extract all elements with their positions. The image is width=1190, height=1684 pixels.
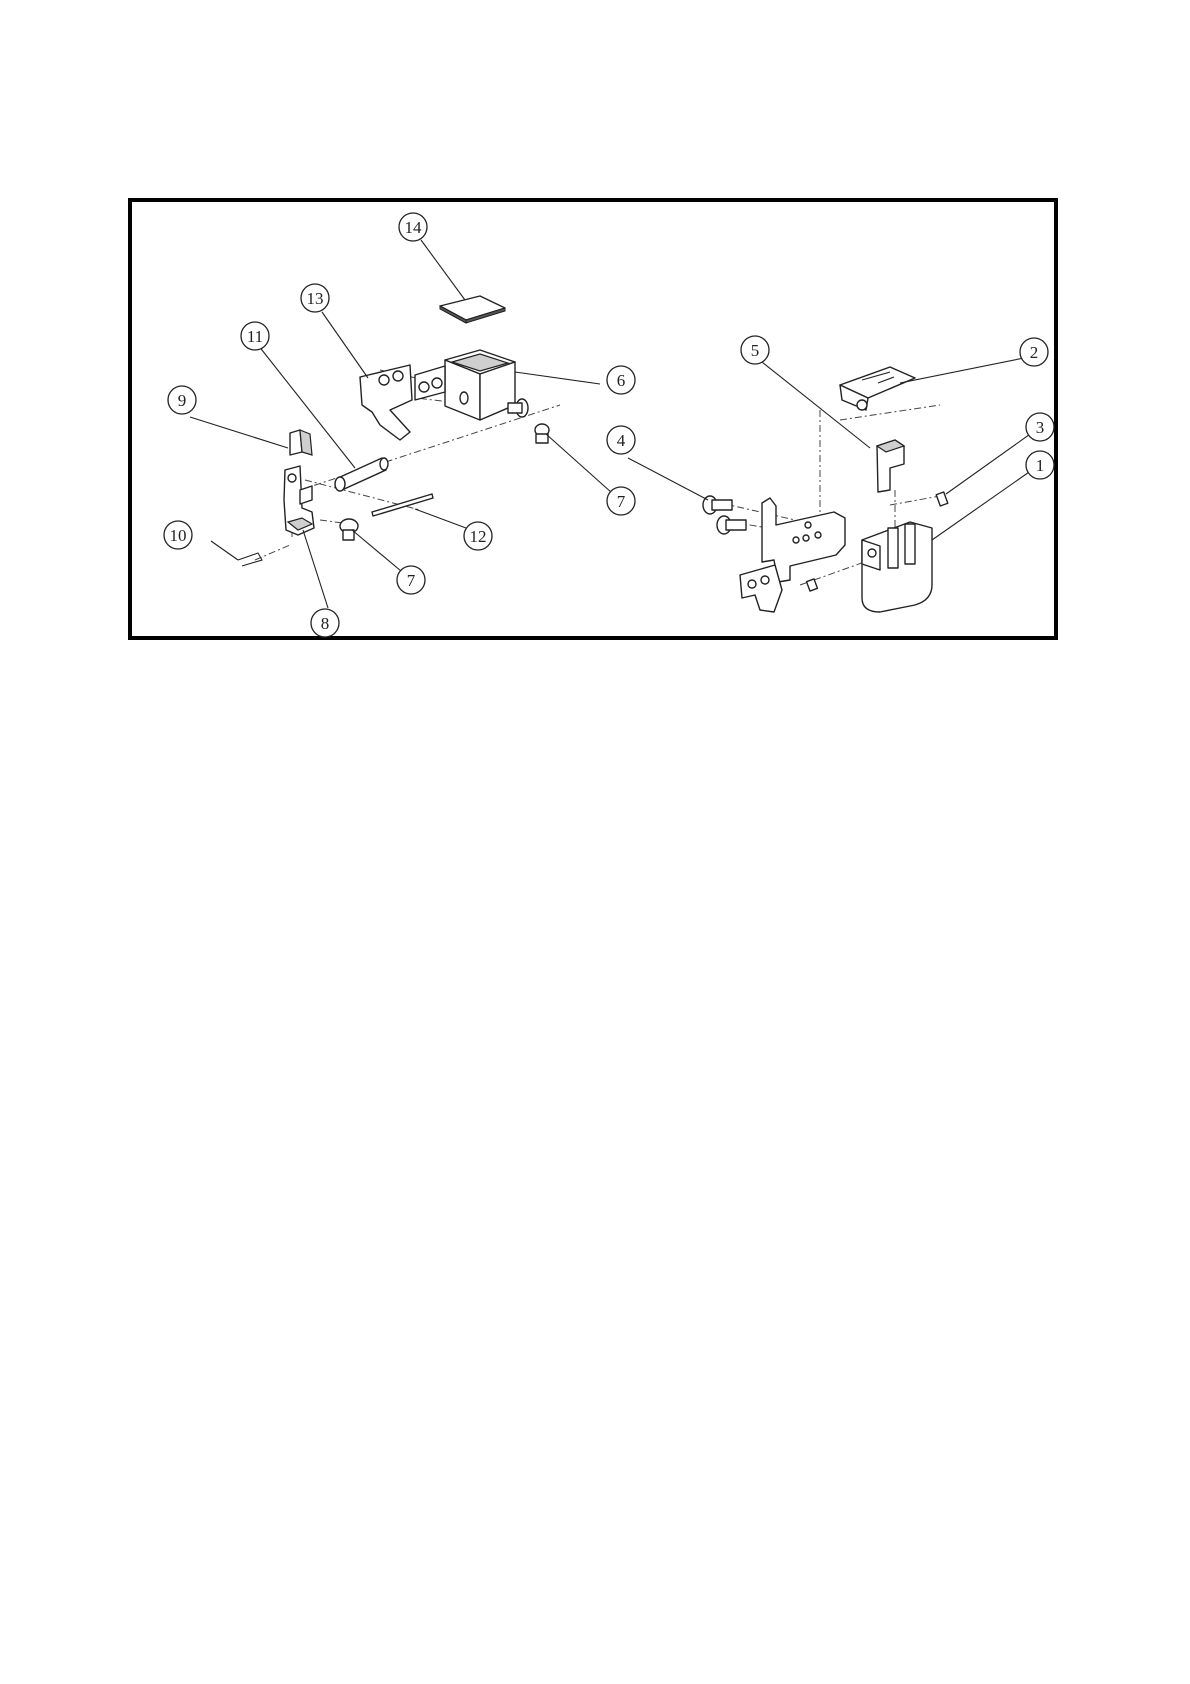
- callout-c4: 4: [607, 426, 635, 454]
- callout-c9: 9: [168, 386, 196, 414]
- callout-c1: 1: [1026, 451, 1054, 479]
- part-10-clip: [238, 553, 262, 566]
- part-6-box-housing: [415, 350, 515, 420]
- main-bracket: [740, 498, 845, 612]
- callout-number: 4: [617, 431, 626, 450]
- part-1-cover: [862, 522, 932, 612]
- callout-number: 2: [1030, 343, 1039, 362]
- callout-number: 9: [178, 391, 187, 410]
- callout-number: 11: [247, 327, 263, 346]
- part-screws-upper: [508, 399, 549, 443]
- callout-c6: 6: [607, 366, 635, 394]
- part-8-bracket: [284, 466, 314, 535]
- part-13-lever-plate: [360, 365, 412, 440]
- callout-number: 13: [307, 289, 324, 308]
- callout-c8: 8: [311, 609, 339, 637]
- part-14-cover-pad: [440, 296, 505, 323]
- callout-c14: 14: [399, 213, 427, 241]
- callout-number: 7: [407, 571, 416, 590]
- callout-c3: 3: [1026, 413, 1054, 441]
- callout-c2: 2: [1020, 338, 1048, 366]
- callout-c10: 10: [164, 521, 192, 549]
- callout-number: 8: [321, 614, 330, 633]
- part-2-top-plate: [840, 367, 915, 410]
- part-11-sleeve: [335, 458, 388, 491]
- callout-number: 5: [751, 341, 760, 360]
- part-5-l-block: [877, 440, 904, 492]
- callout-number: 1: [1036, 456, 1045, 475]
- callout-number: 10: [170, 526, 187, 545]
- callout-number: 14: [405, 218, 423, 237]
- callout-c11: 11: [241, 322, 269, 350]
- part-3-pin: [936, 492, 948, 506]
- callout-number: 7: [617, 492, 626, 511]
- callout-c7b: 7: [397, 566, 425, 594]
- callout-c12: 12: [464, 522, 492, 550]
- part-7-screw-lower: [340, 519, 358, 540]
- callout-c13: 13: [301, 284, 329, 312]
- callout-number: 12: [470, 527, 487, 546]
- callout-c5: 5: [741, 336, 769, 364]
- part-9-block: [290, 430, 312, 455]
- callout-c7a: 7: [607, 487, 635, 515]
- callout-number: 3: [1036, 418, 1045, 437]
- callout-number: 6: [617, 371, 626, 390]
